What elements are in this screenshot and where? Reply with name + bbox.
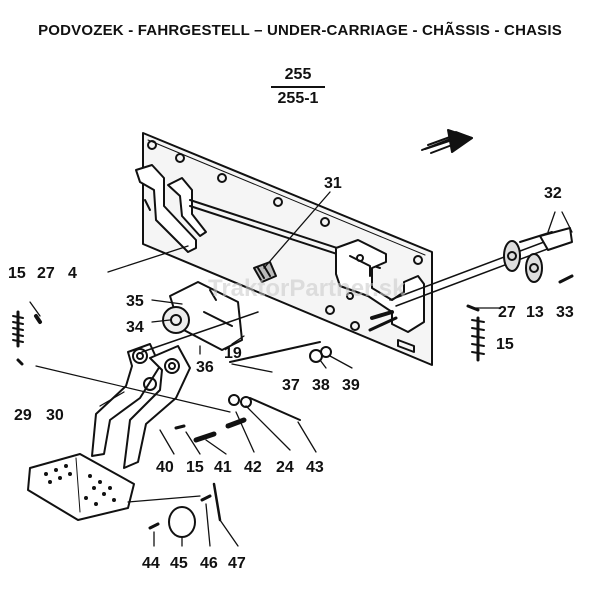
part-label-32: 32 [544, 185, 562, 202]
right-bracket [335, 239, 425, 333]
part-label-15-right: 15 [496, 336, 514, 353]
part-labels: 15 27 4 35 34 36 19 37 38 39 29 30 31 32… [8, 175, 574, 572]
part-label-33: 33 [556, 304, 574, 321]
diagram-title: PODVOZEK - FAHRGESTELL – UNDER-CARRIAGE … [38, 22, 562, 39]
part-label-31: 31 [324, 175, 342, 192]
knob-45 [127, 482, 222, 538]
part-label-43: 43 [306, 459, 324, 476]
part-label-45: 45 [170, 555, 188, 572]
part-label-27-left: 27 [37, 265, 55, 282]
part-label-13: 13 [526, 304, 544, 321]
right-pins [466, 274, 574, 362]
page-number-top: 255 [284, 66, 312, 83]
left-bracket [135, 164, 207, 253]
part-label-39: 39 [342, 377, 360, 394]
part-label-30: 30 [46, 407, 64, 424]
part-label-37: 37 [282, 377, 300, 394]
part-label-15-lower: 15 [186, 459, 204, 476]
gear-sector [162, 281, 243, 351]
pedal-levers [35, 311, 259, 469]
page-number-bottom: 255-1 [277, 90, 319, 107]
part-label-47: 47 [228, 555, 246, 572]
page-number: 255 255-1 [258, 66, 338, 108]
part-label-24: 24 [276, 459, 294, 476]
rod-37 [229, 310, 394, 363]
part-label-4: 4 [68, 265, 77, 282]
part-label-36: 36 [196, 359, 214, 376]
chassis-plate [142, 132, 433, 366]
axle-assembly [389, 227, 573, 307]
leader-lines [29, 191, 573, 547]
part-label-46: 46 [200, 555, 218, 572]
part-label-15-left: 15 [8, 265, 26, 282]
part-label-38: 38 [312, 377, 330, 394]
part-label-27-right: 27 [498, 304, 516, 321]
pedal-pad [27, 453, 135, 521]
part-label-40: 40 [156, 459, 174, 476]
page-number-divider [271, 86, 325, 88]
part-label-34: 34 [126, 319, 144, 336]
spring-31 [253, 261, 277, 283]
part-label-29: 29 [14, 407, 32, 424]
part-label-42: 42 [244, 459, 262, 476]
direction-arrow-icon [421, 129, 473, 154]
watermark-text: TraktorPartner.sk [208, 275, 406, 302]
part-label-35: 35 [126, 293, 144, 310]
part-label-41: 41 [214, 459, 232, 476]
pins-41-43 [174, 394, 301, 443]
part-label-19: 19 [224, 345, 242, 362]
part-label-44: 44 [142, 555, 160, 572]
left-spring [12, 310, 42, 366]
